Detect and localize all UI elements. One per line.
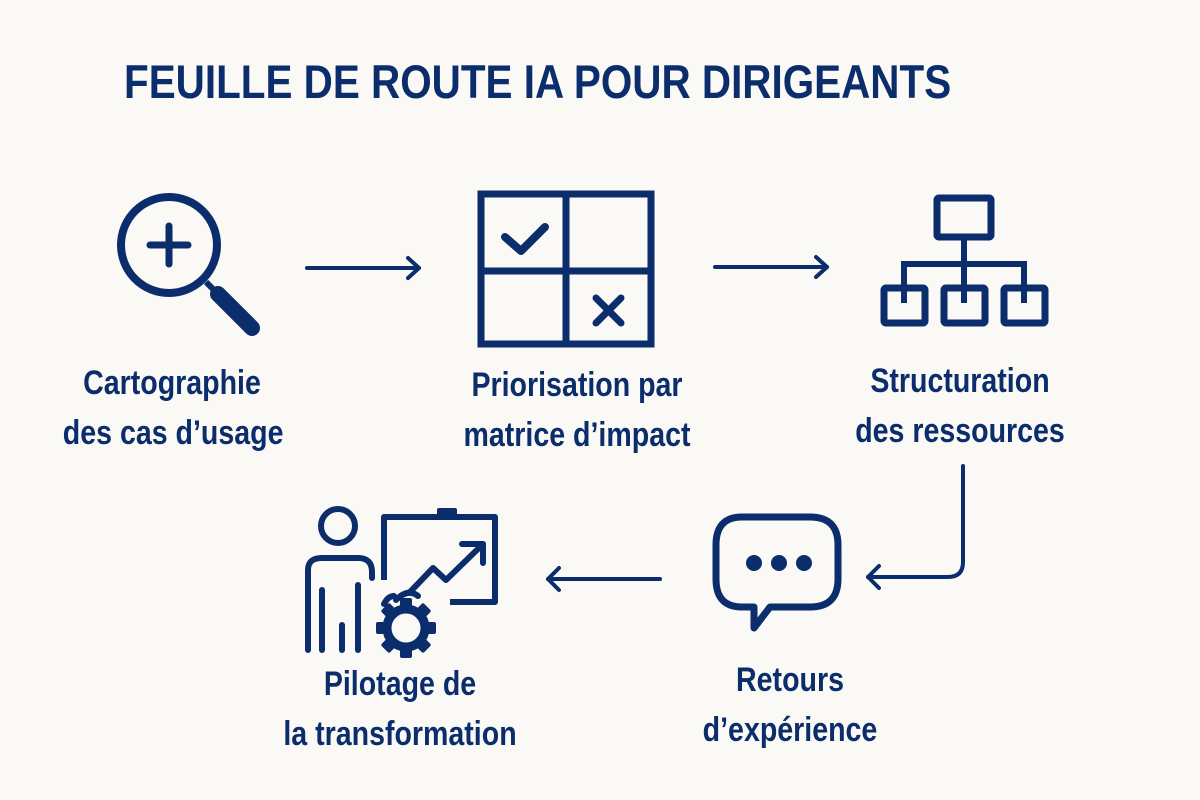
step-label: Pilotage de la transformation [274, 659, 526, 759]
step-label: Retours d’expérience [681, 655, 899, 755]
step-label-line: Structuration [870, 362, 1050, 400]
org-chart-icon [880, 194, 1052, 327]
step-label: Structuration des ressources [842, 356, 1077, 456]
step-label-line: Cartographie [83, 364, 261, 402]
step-label-line: Retours [736, 661, 844, 699]
arrow-right-icon [713, 255, 833, 279]
step-label-line: Priorisation par [471, 366, 683, 404]
arrow-elbow-left-icon [860, 462, 970, 592]
step-label-line: des cas d’usage [62, 414, 284, 452]
step-label-line: des ressources [855, 412, 1065, 450]
arrow-left-icon [540, 564, 664, 594]
page-title: FEUILLE DE ROUTE IA POUR DIRIGEANTS [124, 55, 952, 108]
step-label-line: la transformation [283, 715, 517, 753]
presenter-chart-gear-icon [300, 500, 510, 665]
impact-matrix-icon [477, 190, 655, 348]
step-label-line: matrice d’impact [463, 416, 691, 454]
step-label-line: d’expérience [702, 711, 878, 749]
step-label: Priorisation par matrice d’impact [455, 360, 699, 460]
magnifier-plus-icon [112, 192, 272, 342]
step-label: Cartographie des cas d’usage [62, 358, 284, 458]
arrow-right-icon [305, 256, 425, 280]
chat-bubble-icon [712, 513, 842, 635]
step-label-line: Pilotage de [323, 665, 477, 703]
